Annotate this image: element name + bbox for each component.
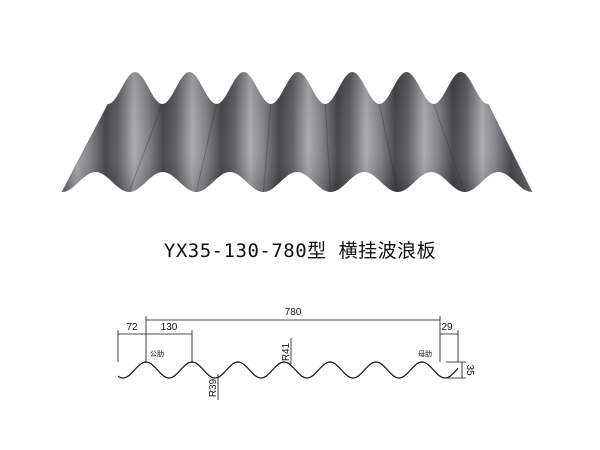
dim-label-130: 130 <box>161 322 178 333</box>
sheet-trough-line <box>378 103 399 193</box>
sheet-trough-line <box>433 103 466 193</box>
corrugated-sheet-render <box>61 72 533 193</box>
sheet-trough-line <box>487 103 533 193</box>
dim-label-780: 780 <box>285 307 302 318</box>
label-female-rib: 母肋 <box>418 349 432 358</box>
radius-label-r39: R39 <box>208 378 219 397</box>
sheet-trough-line <box>262 103 272 193</box>
product-title: YX35-130-780型 横挂波浪板 <box>163 240 437 262</box>
dim-label-29: 29 <box>441 322 453 333</box>
sheet-trough-line <box>61 103 109 193</box>
sheet-trough-line <box>324 103 332 193</box>
sheet-trough-line <box>195 103 218 193</box>
sheet-body <box>61 72 533 193</box>
dim-label-72: 72 <box>126 322 138 333</box>
label-male-rib: 公肋 <box>150 349 164 358</box>
profile-wave-line <box>117 361 459 379</box>
sheet-trough-line <box>128 103 163 193</box>
profile-cross-section-drawing: 780 72 130 29 35 R41 R39 公肋 母肋 <box>117 307 475 400</box>
radius-label-r41: R41 <box>281 342 292 361</box>
dim-label-35: 35 <box>464 364 475 376</box>
